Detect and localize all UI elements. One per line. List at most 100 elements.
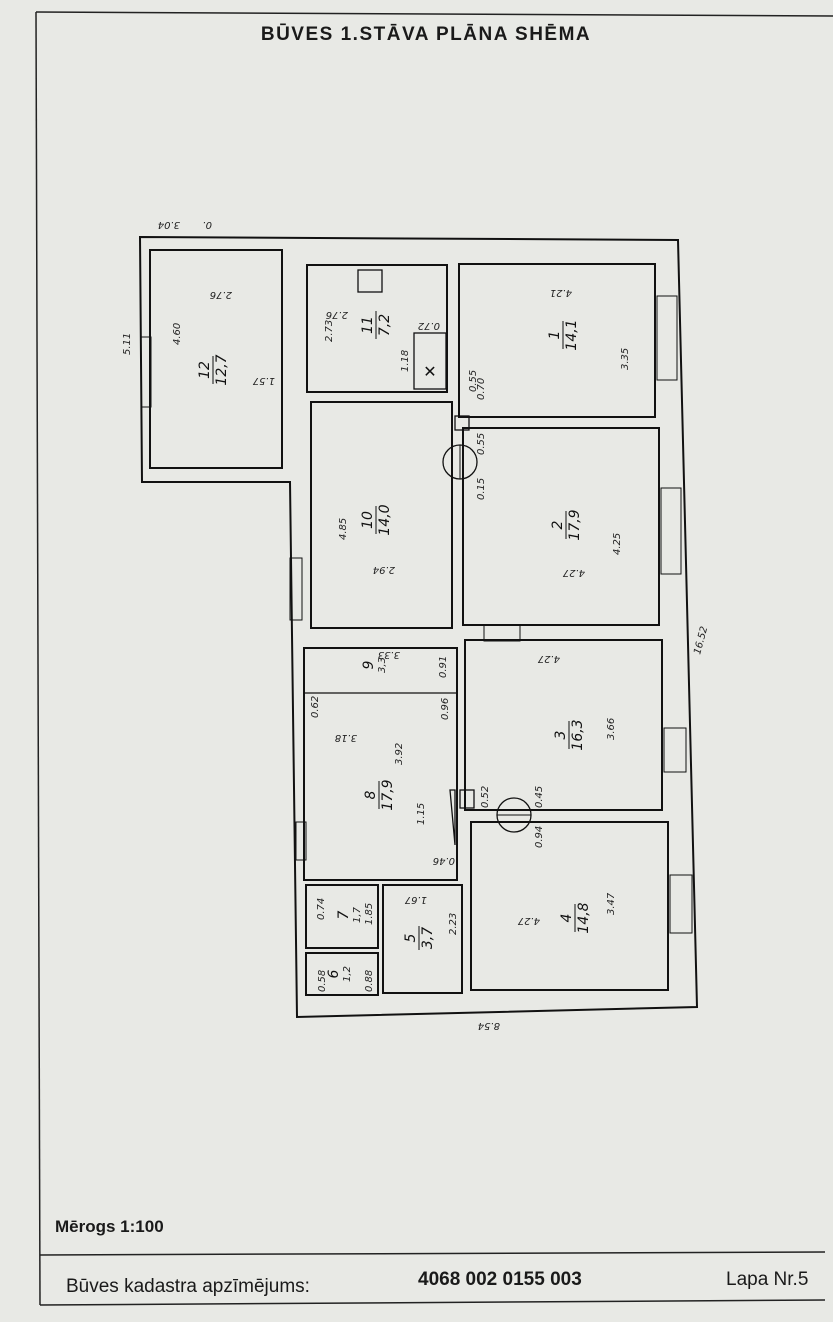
cadastre-label: Būves kadastra apzīmējums: bbox=[66, 1276, 310, 1297]
total-width-dim: 8.54 bbox=[478, 1020, 500, 1031]
room-number: 5 bbox=[403, 933, 419, 942]
dim-label: 0.96 bbox=[440, 698, 451, 720]
top-small-dim: 0. bbox=[202, 219, 212, 230]
room-dim: 1.67 bbox=[404, 894, 427, 905]
room-number: 6 bbox=[326, 969, 342, 978]
room-dim: 4.21 bbox=[550, 287, 572, 298]
room-7 bbox=[305, 884, 379, 949]
room-dim: 2.23 bbox=[448, 913, 459, 935]
dim-label: 0.15 bbox=[476, 478, 487, 500]
room-area: 1,2 bbox=[342, 966, 353, 982]
dim-label: 1.15 bbox=[416, 803, 427, 825]
room-dim: 1.85 bbox=[364, 903, 375, 925]
door bbox=[483, 624, 521, 642]
room-2 bbox=[462, 427, 660, 626]
scale-label: Mērogs 1:100 bbox=[55, 1217, 164, 1236]
frame-top bbox=[35, 11, 833, 17]
room-11 bbox=[306, 264, 448, 393]
room-dim: 2.73 bbox=[324, 320, 335, 342]
room-area: 17,9 bbox=[567, 509, 583, 540]
dim-label: 0.52 bbox=[480, 786, 491, 808]
stoves: ✕ bbox=[357, 269, 532, 846]
window bbox=[140, 336, 152, 408]
room-5 bbox=[382, 884, 463, 994]
page-number: Lapa Nr.5 bbox=[726, 1269, 808, 1290]
frame-bottom bbox=[39, 1299, 826, 1306]
room-dim: 0.88 bbox=[364, 970, 375, 992]
room-dim: 0.91 bbox=[438, 656, 449, 678]
window bbox=[660, 487, 682, 575]
rooms bbox=[149, 249, 669, 996]
room-dim: 4.85 bbox=[338, 518, 349, 540]
dim-label: 0.62 bbox=[310, 696, 321, 718]
room-dim: 4.27 bbox=[562, 567, 585, 578]
sink-x-icon: ✕ bbox=[423, 364, 436, 381]
room-number: 7 bbox=[336, 910, 352, 919]
room-dim: 2.76 bbox=[326, 309, 348, 320]
room-area: 14,0 bbox=[377, 504, 393, 535]
room-dim: 0.74 bbox=[316, 898, 327, 920]
room-dim: 2.94 bbox=[373, 564, 395, 575]
room-dim: 4.25 bbox=[612, 533, 623, 555]
room-area: 12,7 bbox=[214, 354, 230, 385]
room-dim: 3.33 bbox=[378, 649, 400, 660]
dim-label: 0.45 bbox=[534, 786, 545, 808]
cadastre-number: 4068 002 0155 003 bbox=[418, 1269, 582, 1290]
page-title: BŪVES 1.STĀVA PLĀNA SHĒMA bbox=[261, 24, 591, 45]
room-number: 8 bbox=[363, 790, 379, 799]
room-dim: 3.35 bbox=[620, 348, 631, 370]
room-number: 9 bbox=[361, 660, 377, 669]
left-wing-dim: 5.11 bbox=[122, 333, 133, 355]
window bbox=[656, 295, 678, 381]
room-area: 3,3 bbox=[377, 657, 388, 673]
room-1 bbox=[458, 263, 656, 418]
room-area: 3,7 bbox=[420, 927, 436, 949]
frame-left bbox=[35, 11, 41, 1306]
room-number: 12 bbox=[197, 361, 213, 379]
window bbox=[295, 821, 307, 861]
dim-label: 0.55 bbox=[468, 370, 479, 392]
room-area: 14,1 bbox=[564, 319, 580, 350]
room-3 bbox=[464, 639, 663, 811]
windows bbox=[140, 295, 693, 934]
room-area: 7,2 bbox=[377, 314, 393, 336]
room-area: 16,3 bbox=[570, 719, 586, 750]
dim-label: 1.18 bbox=[400, 350, 411, 372]
dim-label: 0.46 bbox=[433, 855, 455, 866]
room-area: 1,7 bbox=[352, 906, 363, 923]
cooker-icon bbox=[357, 269, 383, 293]
dim-label: 0.94 bbox=[534, 826, 545, 848]
window bbox=[669, 874, 693, 934]
room-10 bbox=[310, 401, 453, 629]
room-dim: 3.18 bbox=[335, 732, 357, 743]
dim-label: 0.70 bbox=[476, 378, 487, 400]
room-area: 14,8 bbox=[576, 902, 592, 933]
room-dim: 0.58 bbox=[317, 970, 328, 992]
room-number: 10 bbox=[360, 511, 376, 529]
chimney-icon bbox=[459, 789, 475, 809]
outer-walls bbox=[138, 235, 699, 1019]
sink-icon bbox=[413, 332, 447, 390]
room-area: 17,9 bbox=[380, 779, 396, 810]
total-length-dim: 16.52 bbox=[692, 625, 710, 656]
dim-label: 0.72 bbox=[418, 320, 440, 331]
room-dim: 4.60 bbox=[172, 323, 183, 345]
footer-divider bbox=[39, 1251, 826, 1256]
dim-label: 1.57 bbox=[252, 375, 275, 386]
room-number: 11 bbox=[360, 316, 376, 334]
misc-dimensions: 0.72 1.18 1.57 0.46 0.55 0.62 1.15 0.96 … bbox=[252, 320, 545, 866]
room-dim: 3.47 bbox=[606, 892, 617, 915]
room-6 bbox=[305, 952, 379, 996]
room-8-9 bbox=[303, 647, 458, 881]
room-4 bbox=[470, 821, 669, 991]
dim-label: 0.55 bbox=[476, 433, 487, 455]
room-number: 3 bbox=[553, 731, 569, 740]
chimney-icon bbox=[454, 415, 470, 431]
top-wing-dim: 3.04 bbox=[158, 219, 180, 230]
window bbox=[289, 557, 303, 621]
window bbox=[663, 727, 687, 773]
room-12 bbox=[149, 249, 283, 469]
room-dim: 4.27 bbox=[517, 915, 540, 926]
